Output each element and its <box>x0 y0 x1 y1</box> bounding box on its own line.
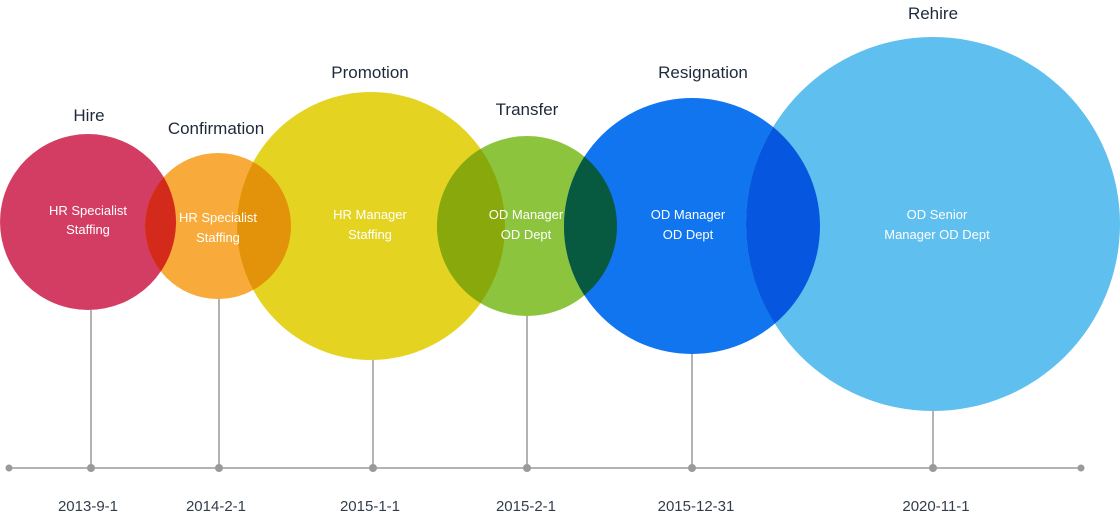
bubble-rehire <box>746 37 1120 411</box>
date-label-rehire: 2020-11-1 <box>902 498 969 515</box>
bubble-text-confirmation-line2: Staffing <box>196 230 240 245</box>
bubble-text-hire-line2: Staffing <box>66 222 110 237</box>
timeline-dot-transfer <box>523 464 531 472</box>
event-title-transfer: Transfer <box>496 100 559 119</box>
date-label-confirmation: 2014-2-1 <box>186 498 246 515</box>
bubble-text-transfer-line2: OD Dept <box>501 227 552 242</box>
bubble-text-hire-line1: HR Specialist <box>49 203 127 218</box>
bubble-hire <box>0 134 176 310</box>
event-title-rehire: Rehire <box>908 4 958 23</box>
timeline-dot-hire <box>87 464 95 472</box>
bubble-text-rehire-line2: Manager OD Dept <box>884 227 990 242</box>
date-label-hire: 2013-9-1 <box>58 498 118 515</box>
event-title-promotion: Promotion <box>331 63 408 82</box>
bubble-overlaps <box>145 126 820 324</box>
timeline-end-dot <box>1077 464 1085 472</box>
timeline-dot-promotion <box>369 464 377 472</box>
bubble-text-promotion-line1: HR Manager <box>333 207 407 222</box>
timeline-dot-rehire <box>929 464 937 472</box>
overlap-hire-confirmation <box>145 177 177 272</box>
overlap-confirmation-promotion <box>236 162 291 290</box>
overlap-resignation-rehire <box>746 126 820 324</box>
timeline-dot-resignation <box>688 464 696 472</box>
bubble-text-promotion-line2: Staffing <box>348 227 392 242</box>
event-title-confirmation: Confirmation <box>168 119 264 138</box>
timeline-dots <box>87 464 937 472</box>
timeline-dot-confirmation <box>215 464 223 472</box>
bubble-text-transfer-line1: OD Manager <box>489 207 564 222</box>
event-title-hire: Hire <box>73 106 104 125</box>
overlap-transfer-resignation <box>564 156 617 296</box>
bubble-resignation <box>564 98 820 354</box>
date-label-resignation: 2015-12-31 <box>658 498 735 515</box>
overlap-promotion-transfer <box>436 148 505 304</box>
bubble-text-rehire-line1: OD Senior <box>907 207 968 222</box>
connector-lines <box>90 298 934 468</box>
bubble-text-confirmation-line1: HR Specialist <box>179 210 257 225</box>
bubble-text-resignation-line1: OD Manager <box>651 207 726 222</box>
bubble-text-resignation-line2: OD Dept <box>663 227 714 242</box>
date-label-promotion: 2015-1-1 <box>340 498 400 515</box>
bubble-promotion <box>237 92 505 360</box>
date-label-transfer: 2015-2-1 <box>496 498 556 515</box>
timeline-start-dot <box>5 464 13 472</box>
event-title-resignation: Resignation <box>658 63 748 82</box>
